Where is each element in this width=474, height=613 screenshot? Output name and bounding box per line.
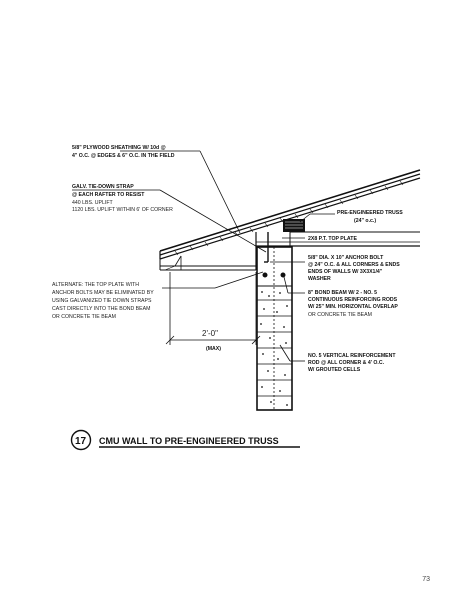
callout-bond-beam: 8" BOND BEAM W/ 2 - NO. 5 CONTINUOUS REI…: [308, 290, 398, 318]
strap-line-3: 440 LBS. UPLIFT: [72, 200, 113, 206]
vert-line-2: ROD @ ALL CORNER & 4' O.C.: [308, 360, 385, 366]
leader-lines: [72, 150, 335, 362]
callout-truss: PRE-ENGINEERED TRUSS (24" o.c.): [337, 210, 403, 224]
truss-line-2: (24" o.c.): [354, 218, 376, 224]
callout-vertical-rod: NO. 5 VERTICAL REINFORCEMENT ROD @ ALL C…: [308, 353, 396, 373]
roof-assembly: [159, 169, 421, 271]
alternate-line-4: CAST DIRECTLY INTO THE BOND BEAM: [52, 306, 150, 312]
strap-line-2: @ EACH RAFTER TO RESIST: [72, 192, 145, 198]
dimension-note: (MAX): [206, 346, 221, 352]
bolt-line-4: WASHER: [308, 276, 331, 282]
sheathing-line-1: 5/8" PLYWOOD SHEATHING W/ 10d @: [72, 145, 166, 151]
bolt-line-2: @ 24" O.C. & ALL CORNERS & ENDS: [308, 262, 400, 268]
beam-line-3: W/ 25" MIN. HORIZONTAL OVERLAP: [308, 304, 398, 310]
callout-anchor-bolt: 5/8" DIA. X 10" ANCHOR BOLT @ 24" O.C. &…: [308, 255, 400, 282]
dimension-value: 2'-0": [202, 329, 218, 338]
vert-line-3: W/ GROUTED CELLS: [308, 367, 361, 373]
beam-line-1: 8" BOND BEAM W/ 2 - NO. 5: [308, 290, 377, 296]
strap-line-1: GALV. TIE-DOWN STRAP: [72, 184, 134, 190]
truss-line-1: PRE-ENGINEERED TRUSS: [337, 210, 403, 216]
alternate-line-5: OR CONCRETE TIE BEAM: [52, 314, 116, 320]
cmu-block-pattern: [257, 299, 292, 397]
sheathing-line-2: 4" O.C. @ EDGES & 6" O.C. IN THE FIELD: [72, 153, 175, 159]
detail-number: 17: [75, 436, 87, 447]
dimension-line: [165, 272, 261, 345]
vert-line-1: NO. 5 VERTICAL REINFORCEMENT: [308, 353, 396, 359]
detail-title: CMU WALL TO PRE-ENGINEERED TRUSS: [99, 436, 279, 446]
detail-tag: 17 CMU WALL TO PRE-ENGINEERED TRUSS: [70, 429, 300, 451]
beam-line-2: CONTINUOUS REINFORCING RODS: [308, 297, 398, 303]
callout-strap: GALV. TIE-DOWN STRAP @ EACH RAFTER TO RE…: [72, 184, 173, 213]
bolt-line-3: ENDS OF WALLS W/ 3X3X1/4": [308, 269, 383, 275]
strap-line-4: 1120 LBS. UPLIFT WITHIN 6' OF CORNER: [72, 207, 173, 213]
beam-line-4: OR CONCRETE TIE BEAM: [308, 312, 372, 318]
alternate-line-1: ALTERNATE: THE TOP PLATE WITH: [52, 282, 139, 288]
bolt-line-1: 5/8" DIA. X 10" ANCHOR BOLT: [308, 255, 384, 261]
alternate-line-2: ANCHOR BOLTS MAY BE ELIMINATED BY: [52, 290, 154, 296]
page-number: 73: [422, 576, 430, 583]
alternate-note: ALTERNATE: THE TOP PLATE WITH ANCHOR BOL…: [52, 282, 154, 320]
detail-number-circle: [70, 429, 92, 451]
top-plate-label: 2X8 P.T. TOP PLATE: [308, 236, 357, 242]
alternate-line-3: USING GALVANIZED TIE DOWN STRAPS: [52, 298, 152, 304]
grout-stipple: [260, 291, 288, 406]
callout-sheathing: 5/8" PLYWOOD SHEATHING W/ 10d @ 4" O.C. …: [72, 145, 175, 159]
cmu-wall: [256, 232, 293, 411]
